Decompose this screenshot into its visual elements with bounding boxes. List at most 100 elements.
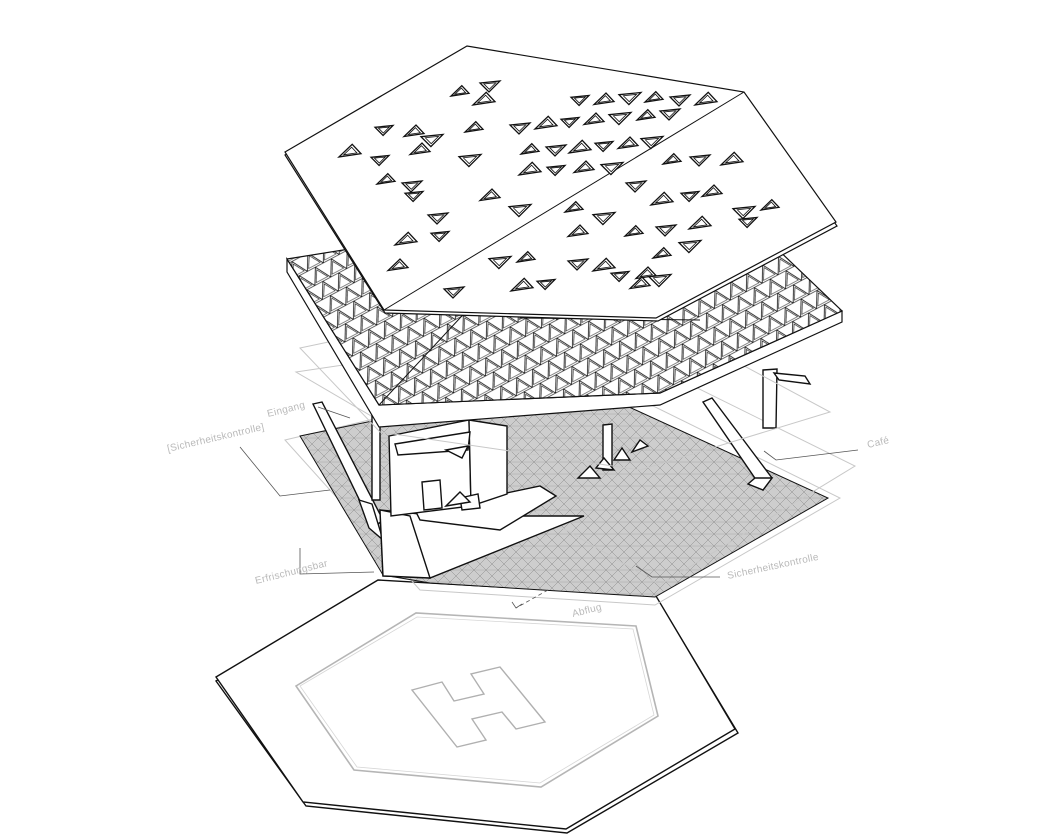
annotation-leaders [239,406,859,609]
panel-perforations [337,80,781,299]
security-room-door [421,479,443,511]
perforation-triangle-inner [597,95,612,104]
leader-cafe [763,449,859,461]
perforation-triangle-inner [467,123,481,131]
perforation-triangle-inner [724,154,740,164]
perforation-triangle-inner [549,166,563,174]
perforation-triangle-inner [453,87,467,95]
perforation-triangle-inner [692,156,707,164]
column-c [762,368,778,429]
perforation-triangle-inner [563,118,577,126]
perforation-triangle-inner [512,205,528,215]
perforation-triangle-inner [538,118,554,128]
perforation-triangle-inner [377,126,391,134]
perforation-triangle-inner [407,127,422,136]
perforation-triangle-inner [523,145,537,153]
building-core [311,368,812,579]
perforation-triangle-inner [654,194,670,204]
perforation-triangle-inner [621,139,636,148]
perforation-triangle-inner [741,218,755,226]
perforation-triangle-inner [596,213,612,223]
perforation-triangle-inner [514,280,530,290]
abflug-arrow [511,601,523,609]
perforation-triangle-inner [404,182,419,190]
perforation-triangle-inner [391,261,406,270]
top-panel-fold [383,91,745,311]
leader-erfrischungsbar [299,548,375,575]
security-room-side [468,419,508,507]
perforation-triangle-inner [548,146,563,154]
perforation-triangle-inner [662,110,677,118]
perforation-triangle-inner [692,218,708,228]
leader-abflug [515,589,549,609]
perforation-triangle-inner [655,249,669,257]
perforation-triangle-inner [672,96,687,104]
helipad-marking-inner [299,616,655,784]
perforation-triangle-inner [683,192,697,200]
perforation-triangle-inner [652,275,668,285]
top-perforated-panel [284,45,838,322]
perforation-triangle-inner [587,115,602,124]
perforation-triangle-inner [398,234,414,244]
perforation-triangle-inner [424,135,440,145]
perforation-triangle-inner [539,280,553,288]
helipad-top [214,579,736,830]
perforation-triangle-inner [763,201,777,209]
perforation-triangle-inner [476,94,492,104]
perforation-triangle-inner [482,82,497,90]
perforation-triangle-inner [628,182,643,190]
perforation-triangle-inner [644,137,660,147]
label-eingang: Eingang [266,400,306,420]
perforation-triangle-inner [571,227,586,236]
perforation-triangle-inner [577,163,592,172]
perforation-triangle-inner [698,94,714,104]
helipad-h-symbol [410,666,547,748]
perforation-triangle-inner [658,226,673,234]
perforation-triangle-inner [596,260,612,270]
perforation-triangle-inner [567,203,581,211]
label-cafe: Café [866,435,890,451]
perforation-triangle-inner [647,93,661,101]
perforation-triangle-inner [573,96,587,104]
perforation-triangle-inner [627,227,641,235]
cafe-wall-end [746,477,774,491]
perforation-triangle-inner [430,214,445,222]
perforation-triangle-inner [446,288,461,296]
floor-triangle [630,438,650,454]
helipad [214,579,739,834]
label-erfrischungsbar: Erfrischungsbar [254,558,329,587]
perforation-triangle-inner [597,142,611,150]
floor-triangle [576,464,602,479]
perforation-triangle-inner [379,175,393,183]
perforation-triangle-inner [604,163,620,173]
perforation-triangle-inner [612,113,628,123]
perforation-triangle-inner [522,164,538,174]
perforation-triangle-inner [613,272,627,280]
perforation-triangle-inner [373,156,387,164]
label-sicherheitskontrolle: Sicherheitskontrolle [726,552,820,582]
perforation-triangle-inner [622,93,638,103]
perforation-triangle-inner [639,111,653,119]
leader-sicherheitskontrolle-bracket [239,446,331,497]
roof-brace [772,372,812,385]
leader-eingang [317,406,351,419]
perforation-triangle-inner [665,155,679,163]
perforation-triangle-inner [492,257,508,267]
perforation-triangle-inner [483,191,498,200]
perforation-triangle-inner [572,142,588,152]
helipad-marking [294,612,659,788]
floor-triangle [443,445,470,459]
perforation-triangle-inner [512,124,527,132]
perforation-triangle-inner [570,260,585,268]
floor-triangle [612,446,632,461]
perforation-triangle-inner [639,269,654,278]
floor-triangle [443,491,472,508]
perforation-triangle-inner [433,232,447,240]
perforation-triangle-inner [519,253,533,261]
counter [414,485,558,531]
perforation-triangle-inner [705,187,720,196]
leader-sicherheitskontrolle [635,565,720,578]
perforation-triangle-inner [407,192,421,200]
perforation-triangle-inner [342,146,358,156]
